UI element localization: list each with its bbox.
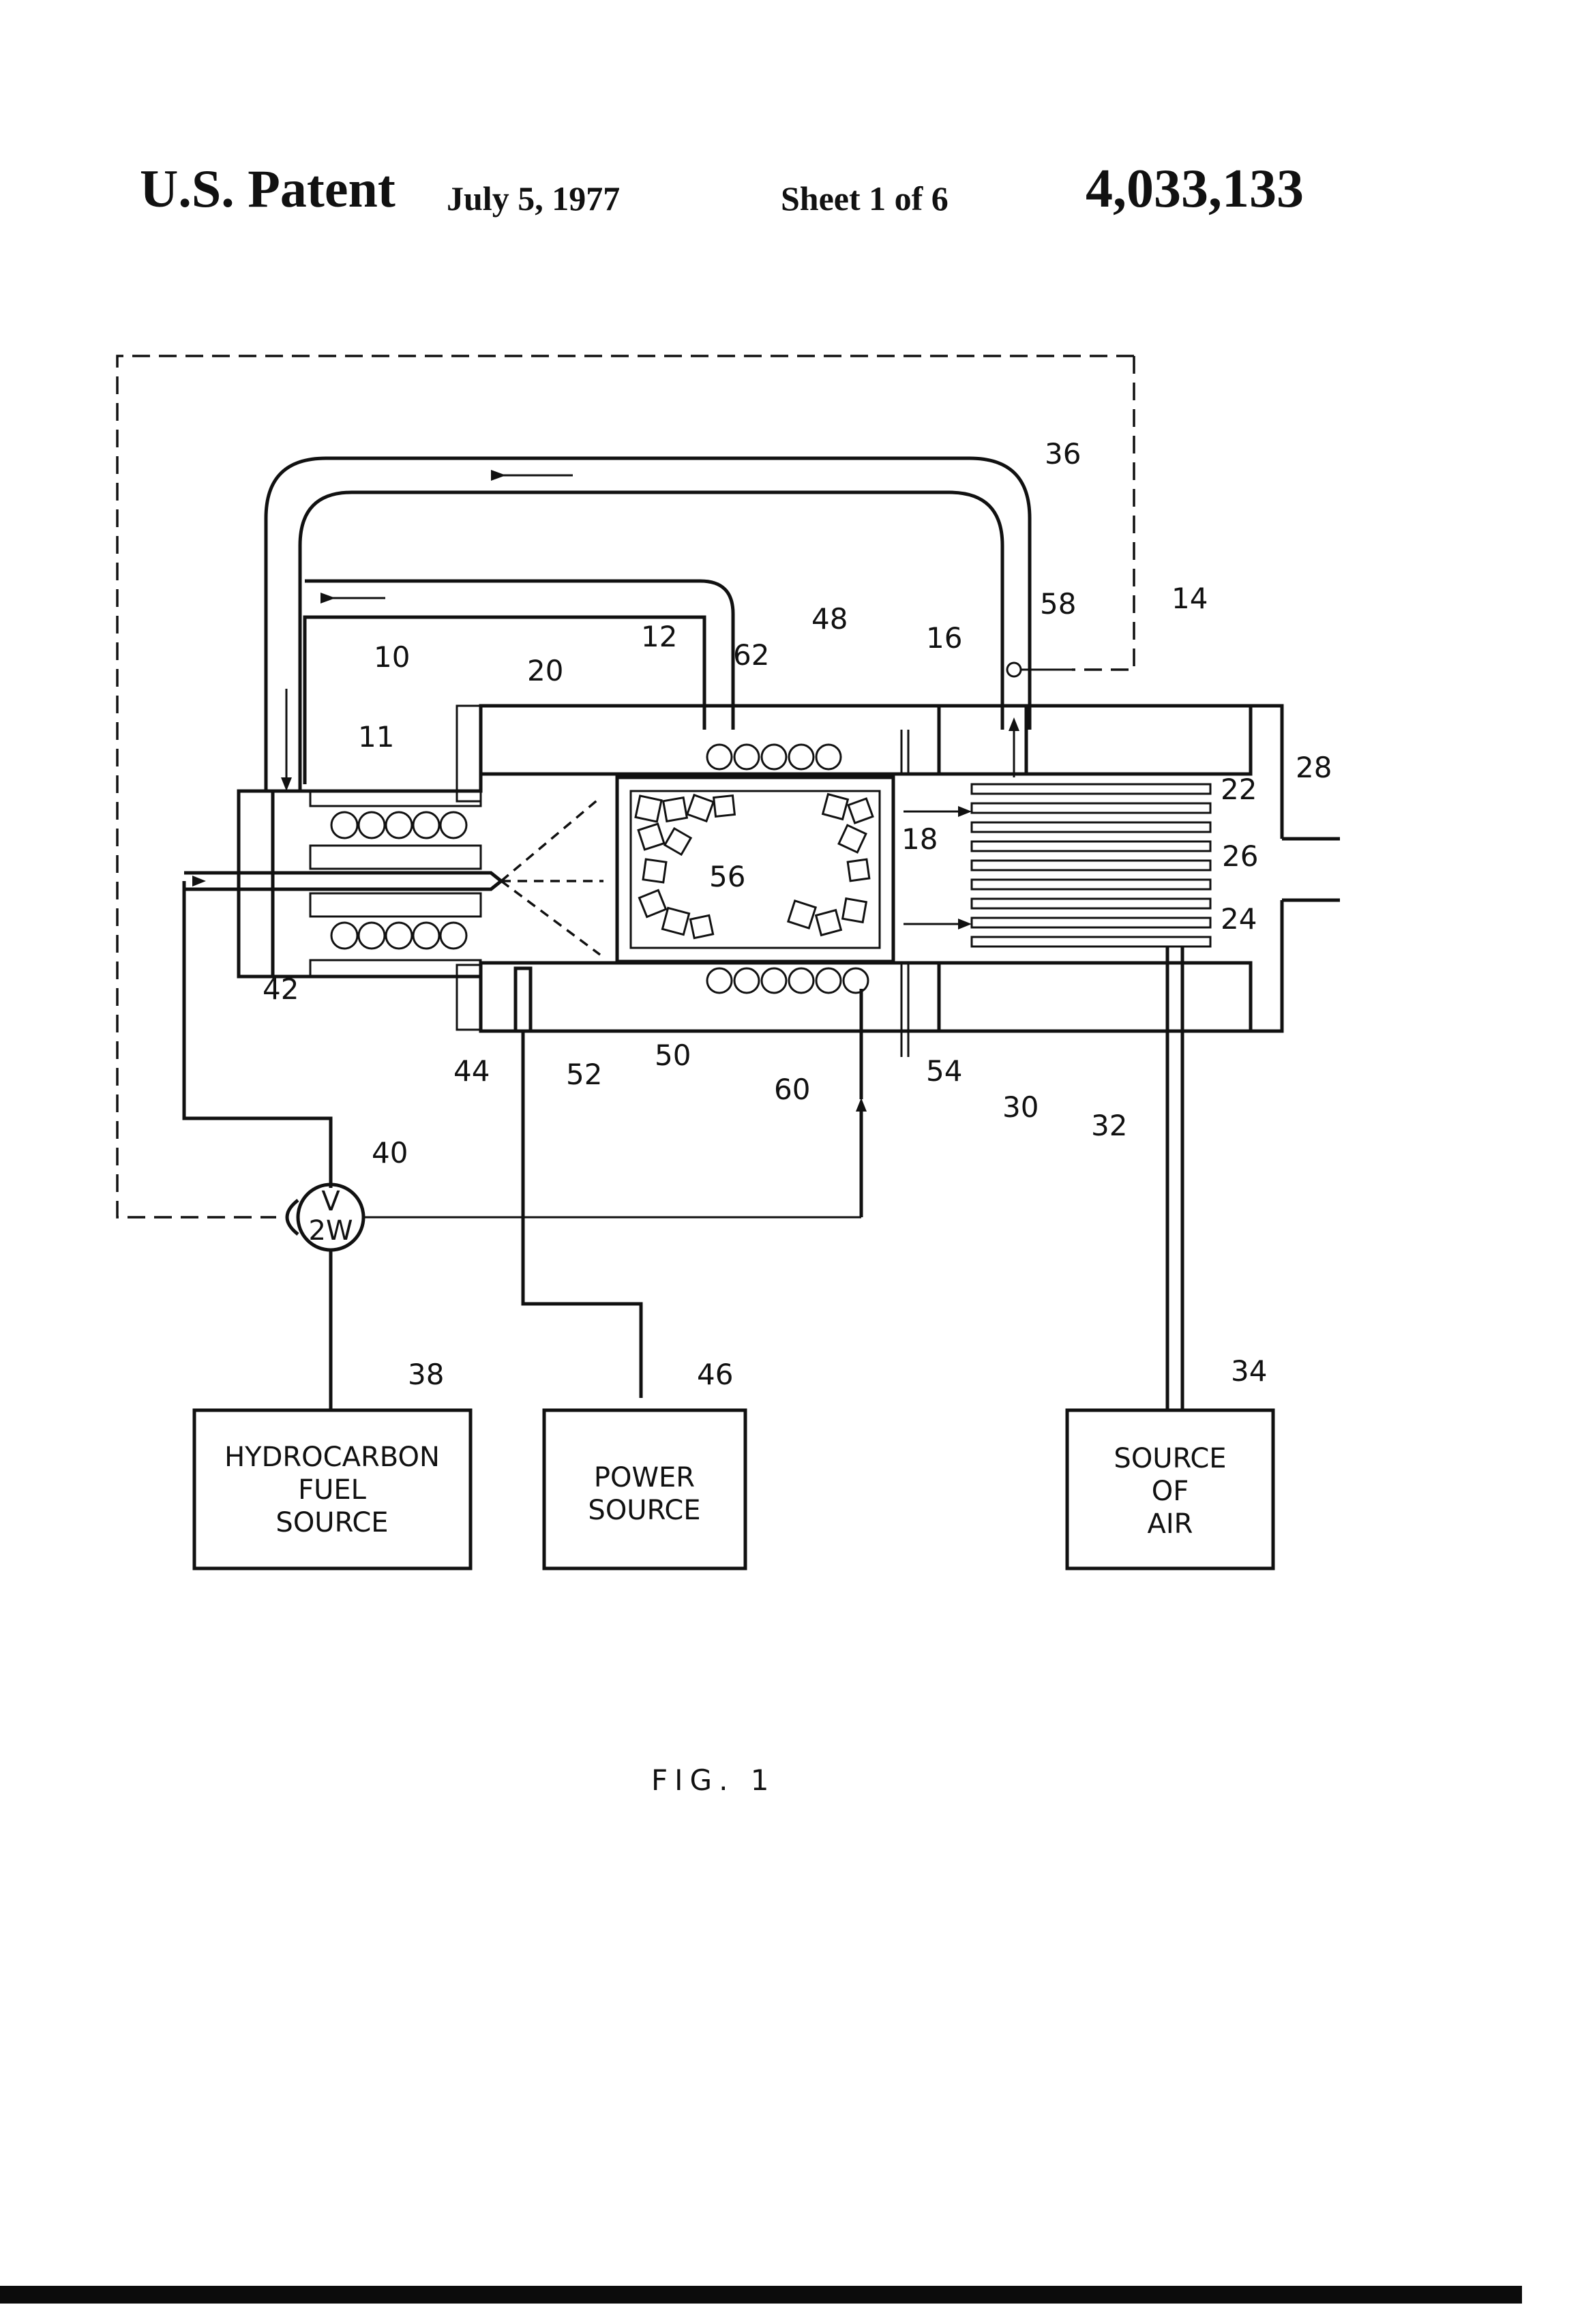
ref-40: 40 bbox=[372, 1136, 408, 1170]
fuel-source-line3: SOURCE bbox=[275, 1507, 388, 1538]
ref-14: 14 bbox=[1171, 582, 1208, 615]
ref-52: 52 bbox=[566, 1058, 602, 1091]
ref-20: 20 bbox=[527, 654, 563, 687]
catalyst-particles bbox=[636, 794, 873, 938]
valve-label-bottom: 2W bbox=[309, 1215, 353, 1247]
sensor-58 bbox=[1007, 663, 1072, 676]
flow-arrow-top bbox=[491, 470, 573, 481]
flow-arrow-down bbox=[281, 689, 292, 791]
spray-cone bbox=[501, 798, 603, 955]
ref-36: 36 bbox=[1045, 437, 1081, 471]
ref-38: 38 bbox=[408, 1358, 444, 1391]
ref-26: 26 bbox=[1222, 839, 1258, 873]
stack-housing-top bbox=[939, 706, 1251, 774]
ref-46: 46 bbox=[697, 1358, 733, 1391]
burner-coils bbox=[331, 812, 466, 949]
burner-inner-sleeve-bottom bbox=[310, 893, 481, 917]
fuel-line-arrow bbox=[192, 876, 206, 887]
ref-56: 56 bbox=[709, 860, 745, 893]
ref-11: 11 bbox=[358, 720, 394, 754]
catalyst-inner-wall bbox=[631, 791, 880, 948]
fuel-outlet-arrow bbox=[1009, 717, 1019, 731]
flow-arrow-middle bbox=[320, 593, 385, 604]
air-source-line2: OF bbox=[1152, 1476, 1189, 1507]
ref-10: 10 bbox=[374, 640, 410, 674]
figure-caption: FIG. 1 bbox=[651, 1763, 776, 1797]
probe-18 bbox=[901, 730, 908, 774]
burner-bottom-wall bbox=[310, 960, 481, 977]
ref-34: 34 bbox=[1231, 1354, 1267, 1388]
ref-54: 54 bbox=[926, 1054, 962, 1088]
ref-12: 12 bbox=[641, 620, 677, 653]
fuel-source-line1: HYDROCARBON bbox=[224, 1442, 440, 1473]
ref-60: 60 bbox=[774, 1073, 810, 1106]
probe-54 bbox=[901, 963, 908, 1057]
ref-18: 18 bbox=[901, 822, 938, 856]
burner-top-wall bbox=[310, 791, 481, 806]
fuel-nozzle bbox=[184, 873, 501, 889]
ref-28: 28 bbox=[1296, 751, 1332, 784]
fuel-cell-plates bbox=[972, 784, 1210, 947]
power-source-line2: SOURCE bbox=[588, 1495, 700, 1526]
valve-label-top: V bbox=[321, 1186, 340, 1217]
stack-top-insulation bbox=[1026, 706, 1251, 774]
air-source-line1: SOURCE bbox=[1114, 1443, 1226, 1474]
ref-44: 44 bbox=[453, 1054, 490, 1088]
fuel-line bbox=[184, 881, 331, 1188]
stack-bottom-insulation bbox=[939, 963, 1251, 1031]
ref-32: 32 bbox=[1091, 1109, 1127, 1142]
ref-50: 50 bbox=[655, 1039, 691, 1072]
return-line-arrow bbox=[856, 1098, 867, 1112]
air-source-line3: AIR bbox=[1148, 1508, 1193, 1540]
ref-58: 58 bbox=[1040, 587, 1076, 621]
burner-flange-bottom bbox=[457, 965, 481, 1030]
catalyst-container bbox=[617, 777, 893, 962]
air-supply-pipe bbox=[1167, 947, 1182, 1410]
ref-22: 22 bbox=[1221, 773, 1257, 806]
control-line bbox=[117, 356, 1134, 1217]
burner-inner-sleeve-top bbox=[310, 846, 481, 869]
ref-24: 24 bbox=[1221, 902, 1257, 936]
ref-48: 48 bbox=[811, 602, 848, 636]
burner-flange-top bbox=[457, 706, 481, 801]
scan-bottom-border bbox=[0, 2286, 1522, 2304]
ref-30: 30 bbox=[1002, 1090, 1039, 1124]
fuel-source-line2: FUEL bbox=[298, 1474, 367, 1506]
ref-16: 16 bbox=[926, 621, 962, 655]
ignitor bbox=[516, 968, 531, 1031]
ref-62: 62 bbox=[733, 638, 769, 672]
burner-end-wall bbox=[239, 791, 273, 977]
ref-42: 42 bbox=[263, 972, 299, 1006]
power-source-line1: POWER bbox=[594, 1462, 695, 1493]
